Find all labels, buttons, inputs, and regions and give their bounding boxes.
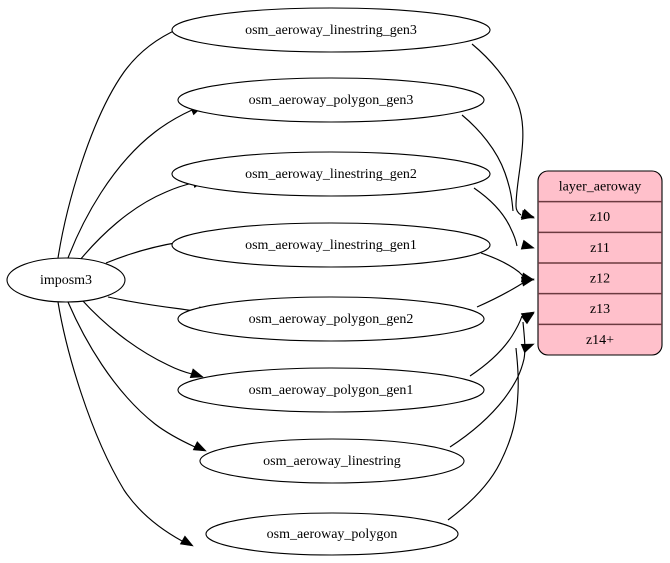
edge-osm_aeroway_linestring_gen2-to-z11 bbox=[473, 187, 535, 250]
edge-line bbox=[480, 252, 525, 278]
table-nodes-layer: osm_aeroway_linestring_gen3 osm_aeroway_p… bbox=[171, 7, 491, 556]
node-osm_aeroway_linestring_gen2[interactable]: osm_aeroway_linestring_gen2 bbox=[171, 151, 491, 197]
edge-arrowhead bbox=[520, 208, 535, 219]
node-osm_aeroway_linestring[interactable]: osm_aeroway_linestring bbox=[199, 438, 465, 484]
edge-osm_aeroway_polygon-to-z14+ bbox=[447, 343, 535, 521]
edge-imposm3-to-osm_aeroway_linestring_gen3 bbox=[57, 26, 191, 259]
node-osm_aeroway_linestring_gen3[interactable]: osm_aeroway_linestring_gen3 bbox=[171, 7, 491, 53]
node-shape[interactable] bbox=[6, 257, 126, 303]
node-osm_aeroway_polygon_gen1[interactable]: osm_aeroway_polygon_gen1 bbox=[177, 367, 485, 413]
edge-arrowhead bbox=[520, 239, 535, 250]
edge-line bbox=[471, 43, 524, 216]
record-row-label-z10: z10 bbox=[590, 210, 610, 225]
edge-arrowhead bbox=[189, 368, 204, 378]
edge-line bbox=[447, 347, 519, 521]
record-row-label-z12: z12 bbox=[590, 272, 610, 287]
edge-line bbox=[476, 281, 526, 308]
node-osm_aeroway_polygon_gen2[interactable]: osm_aeroway_polygon_gen2 bbox=[177, 296, 485, 342]
record-row-label-z14+: z14+ bbox=[586, 333, 614, 348]
node-label: osm_aeroway_polygon bbox=[267, 527, 398, 542]
record-row-label-z11: z11 bbox=[590, 241, 610, 256]
edge-arrowhead bbox=[179, 535, 194, 547]
edge-line bbox=[473, 187, 518, 247]
edge-line bbox=[57, 301, 183, 542]
edge-arrowhead bbox=[520, 276, 535, 287]
node-label: osm_aeroway_linestring_gen3 bbox=[245, 23, 417, 38]
edge-line bbox=[461, 114, 514, 212]
node-shape[interactable] bbox=[171, 151, 491, 197]
node-shape[interactable] bbox=[177, 77, 485, 123]
node-label: imposm3 bbox=[40, 273, 92, 288]
node-shape[interactable] bbox=[177, 296, 485, 342]
record-row-label-z13: z13 bbox=[590, 302, 610, 317]
edge-osm_aeroway_linestring_gen3-to-z10 bbox=[471, 43, 535, 220]
edge-line bbox=[67, 301, 196, 448]
edge-line bbox=[81, 299, 193, 375]
node-label: osm_aeroway_linestring bbox=[263, 454, 401, 469]
edge-line bbox=[469, 315, 523, 377]
node-shape[interactable] bbox=[171, 7, 491, 53]
node-shape[interactable] bbox=[171, 222, 491, 268]
edge-arrowhead bbox=[520, 343, 535, 354]
record-layer_aeroway[interactable]: layer_aeroway z10 z11 z12 z13 z14+ bbox=[537, 170, 663, 356]
node-label: osm_aeroway_polygon_gen2 bbox=[249, 312, 414, 327]
source-node-group[interactable]: imposm3 bbox=[6, 257, 126, 303]
edge-arrowhead bbox=[192, 441, 207, 452]
edge-line bbox=[57, 28, 179, 259]
edge-osm_aeroway_linestring-to-z13 bbox=[449, 312, 535, 448]
node-label: osm_aeroway_linestring_gen1 bbox=[245, 238, 417, 253]
edge-osm_aeroway_polygon_gen3-to-z10 bbox=[461, 114, 535, 219]
node-label: osm_aeroway_polygon_gen3 bbox=[249, 93, 414, 108]
layer-aeroway-record-group[interactable]: layer_aeroway z10 z11 z12 z13 z14+ bbox=[537, 170, 663, 356]
node-imposm3[interactable]: imposm3 bbox=[6, 257, 126, 303]
node-shape[interactable] bbox=[205, 512, 459, 556]
node-label: osm_aeroway_polygon_gen1 bbox=[249, 383, 414, 398]
edge-line bbox=[107, 296, 201, 313]
node-osm_aeroway_polygon[interactable]: osm_aeroway_polygon bbox=[205, 512, 459, 556]
edge-line bbox=[67, 109, 193, 259]
edge-line bbox=[449, 321, 526, 448]
edge-arrowhead bbox=[521, 312, 535, 325]
edge-imposm3-to-osm_aeroway_linestring bbox=[67, 301, 207, 452]
node-osm_aeroway_linestring_gen1[interactable]: osm_aeroway_linestring_gen1 bbox=[171, 222, 491, 268]
edge-imposm3-to-osm_aeroway_polygon_gen1 bbox=[81, 299, 204, 378]
edge-imposm3-to-osm_aeroway_polygon bbox=[57, 301, 194, 547]
node-shape[interactable] bbox=[199, 438, 465, 484]
node-shape[interactable] bbox=[177, 367, 485, 413]
edge-osm_aeroway_polygon_gen2-to-z12 bbox=[476, 276, 535, 308]
edge-line bbox=[79, 182, 194, 261]
node-osm_aeroway_polygon_gen3[interactable]: osm_aeroway_polygon_gen3 bbox=[177, 77, 485, 123]
record-header-label: layer_aeroway bbox=[559, 180, 641, 195]
node-label: osm_aeroway_linestring_gen2 bbox=[245, 167, 417, 182]
